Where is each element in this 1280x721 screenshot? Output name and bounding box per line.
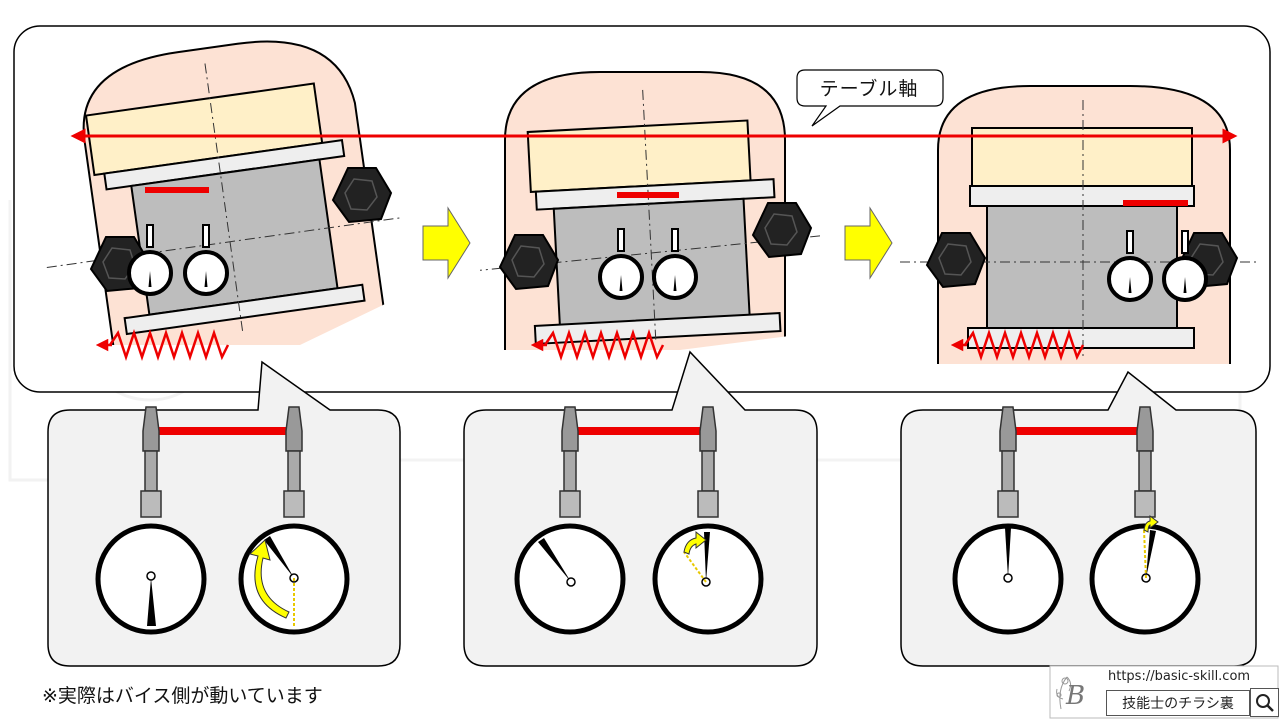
zoom-bubble-3: [900, 370, 1257, 667]
rotation-arrow-icon: [683, 530, 707, 555]
table-axis-label: テーブル軸: [819, 78, 919, 100]
magnifier-icon: [1255, 693, 1274, 712]
rotation-arrow-icon: [1143, 515, 1159, 533]
spring-icon: [543, 329, 665, 361]
site-url[interactable]: https://basic-skill.com: [1108, 669, 1251, 684]
zoom-bubble-2: [463, 350, 818, 667]
zoom-bubble-1: [47, 360, 401, 667]
footnote: ※実際はバイス側が動いています: [42, 685, 323, 707]
next-step-arrow-icon: [844, 206, 893, 280]
next-step-arrow-icon: [422, 206, 471, 280]
spring-icon: [108, 329, 230, 361]
site-name-box[interactable]: 技能士のチラシ裏: [1106, 690, 1250, 716]
spring-icon: [963, 329, 1085, 361]
rotation-arrow-icon: [248, 539, 290, 619]
search-button[interactable]: [1250, 688, 1279, 717]
site-logo[interactable]: [1053, 669, 1103, 717]
logo-letter: B: [1066, 681, 1086, 711]
vise-stage-2: [480, 71, 820, 350]
site-name: 技能士のチラシ裏: [1122, 696, 1234, 712]
axis-callout-bubble: [796, 69, 944, 127]
